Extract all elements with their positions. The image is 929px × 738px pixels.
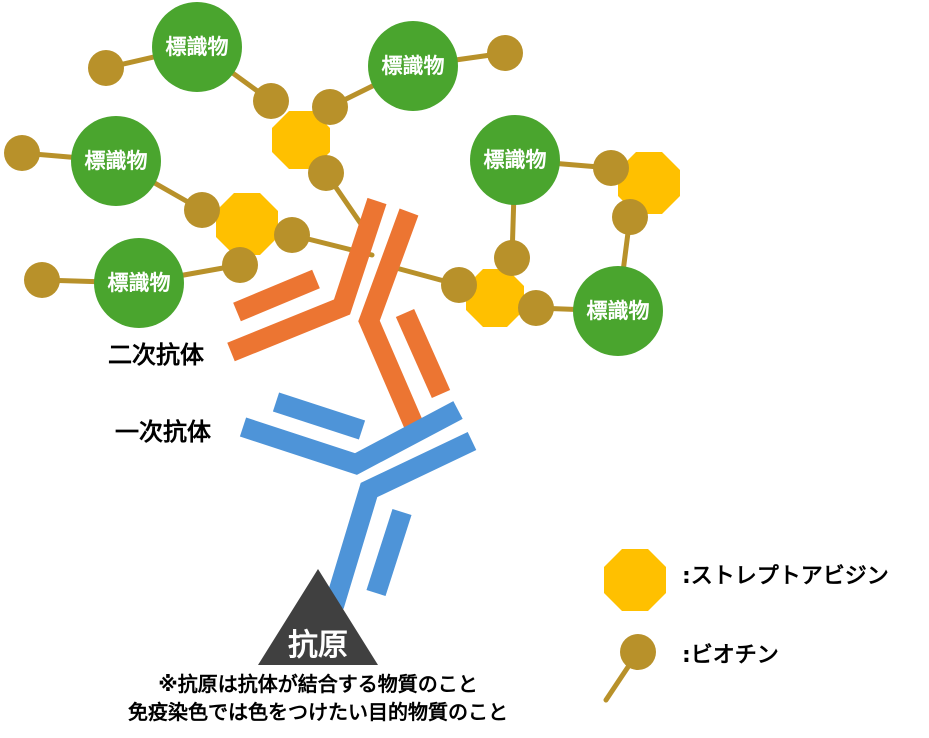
streptavidin-icon	[272, 111, 330, 169]
label-nodes: 標識物 標識物 標識物 標識物 標識物 標識物	[71, 2, 663, 356]
streptavidin-group	[216, 111, 680, 327]
primary-antibody-heavy-chain	[239, 401, 463, 475]
biotin-icon	[88, 50, 124, 86]
secondary-antibody-light-chain	[395, 308, 451, 399]
label-node-text: 標識物	[382, 54, 445, 78]
biotin-icon	[612, 199, 648, 235]
biotin-icon	[593, 150, 629, 186]
primary-antibody	[239, 392, 477, 609]
legend-streptavidin-icon	[604, 549, 666, 611]
label-node-text: 標識物	[166, 35, 229, 59]
primary-antibody-light-chain	[366, 508, 412, 597]
legend-biotin-icon	[620, 634, 656, 670]
primary-antibody-label: 一次抗体	[115, 418, 212, 446]
biotin-icon	[494, 240, 530, 276]
label-node	[368, 21, 458, 111]
primary-antibody-light-chain	[272, 392, 366, 440]
label-node-text: 標識物	[108, 271, 171, 295]
label-node-text: 標識物	[484, 148, 547, 172]
label-node	[94, 238, 184, 328]
legend-streptavidin-label: :ストレプトアビジン	[682, 564, 889, 589]
label-node-text: 標識物	[85, 149, 148, 173]
antigen-triangle	[258, 569, 378, 665]
biotin-icon	[487, 35, 523, 71]
biotin-icon	[4, 135, 40, 171]
antigen-label: 抗原	[288, 628, 348, 663]
note-line-1: ※抗原は抗体が結合する物質のこと	[158, 672, 477, 696]
primary-antibody-heavy-chain	[324, 431, 477, 609]
streptavidin-icon	[618, 152, 680, 214]
label-node-text: 標識物	[587, 299, 650, 323]
biotin-icon	[222, 247, 258, 283]
biotin-icon	[184, 192, 220, 228]
secondary-antibody-light-chain	[233, 269, 320, 322]
biotin-icon	[253, 83, 289, 119]
biotin-icon	[518, 290, 554, 326]
secondary-antibody-heavy-chain	[358, 208, 426, 434]
label-node	[152, 2, 242, 92]
biotin-icon	[24, 262, 60, 298]
biotin-icon	[441, 267, 477, 303]
biotin-dots	[4, 35, 648, 326]
label-node	[470, 115, 560, 205]
biotin-icon	[312, 89, 348, 125]
secondary-antibody-heavy-chain	[227, 197, 387, 362]
streptavidin-icon	[466, 269, 524, 327]
legend: :ストレプトアビジン :ビオチン	[603, 549, 889, 703]
streptavidin-icon	[216, 193, 278, 255]
label-node	[71, 116, 161, 206]
biotin-icon	[308, 155, 344, 191]
secondary-antibody	[227, 197, 451, 434]
note-line-2: 免疫染色では色をつけたい目的物質のこと	[128, 700, 508, 724]
secondary-antibody-label: 二次抗体	[108, 341, 205, 369]
legend-biotin-label: :ビオチン	[682, 643, 779, 668]
biotin-icon	[274, 217, 310, 253]
label-node	[573, 266, 663, 356]
